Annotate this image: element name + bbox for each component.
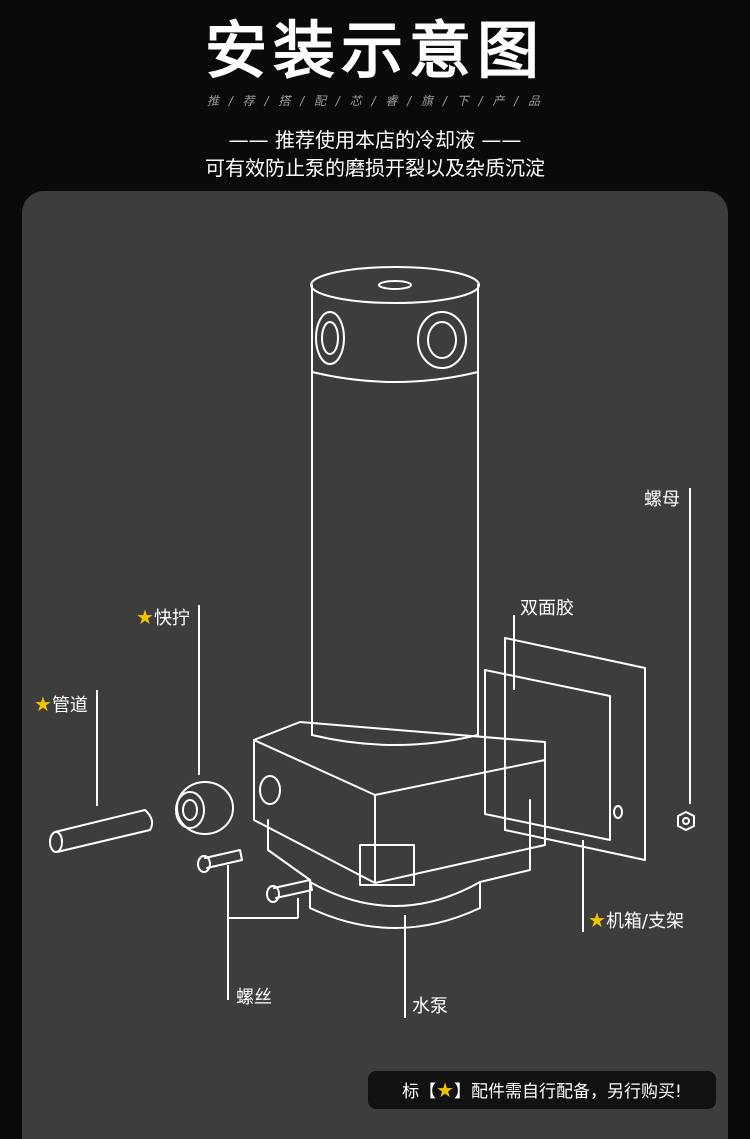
label-tape: 双面胶 (520, 598, 574, 619)
page-subtitle: 推 / 荐 / 搭 / 配 / 芯 / 睿 / 旗 / 下 / 产 / 品 (206, 94, 544, 108)
page-title: 安装示意图 (204, 14, 545, 87)
reservoir-cylinder (310, 266, 480, 746)
label-tube: 管道 (51, 695, 88, 716)
star-icon: ★ (34, 692, 52, 716)
label-fitting-group: ★快拧 (136, 604, 190, 630)
footer-note: 标【★】配件需自行配备，另行购买! (368, 1071, 716, 1109)
tube-part (49, 809, 154, 853)
star-icon: ★ (436, 1078, 455, 1102)
label-chassis: 机箱/支架 (605, 911, 685, 932)
label-tube-group: ★管道 (34, 691, 88, 717)
pump-block (253, 721, 546, 929)
star-icon: ★ (588, 908, 606, 932)
double-sided-tape (484, 669, 611, 841)
intro-line-2: 可有效防止泵的磨损开裂以及杂质沉淀 (205, 156, 545, 180)
nut-part (677, 811, 695, 831)
star-icon: ★ (136, 605, 154, 629)
footer-suffix: 】配件需自行配备，另行购买! (454, 1082, 682, 1102)
leader-lines (96, 488, 691, 1018)
chassis-plate (504, 637, 646, 861)
label-pump: 水泵 (412, 996, 448, 1017)
label-fitting: 快拧 (153, 608, 190, 629)
label-nut: 螺母 (644, 489, 680, 510)
fitting-part (175, 781, 234, 835)
label-chassis-group: ★机箱/支架 (588, 907, 684, 933)
intro-line-1: —— 推荐使用本店的冷却液 —— (228, 128, 522, 152)
label-screw: 螺丝 (236, 987, 272, 1008)
diagram-panel (22, 191, 728, 1139)
footer-prefix: 标【 (402, 1082, 437, 1102)
screw-parts (197, 849, 313, 903)
